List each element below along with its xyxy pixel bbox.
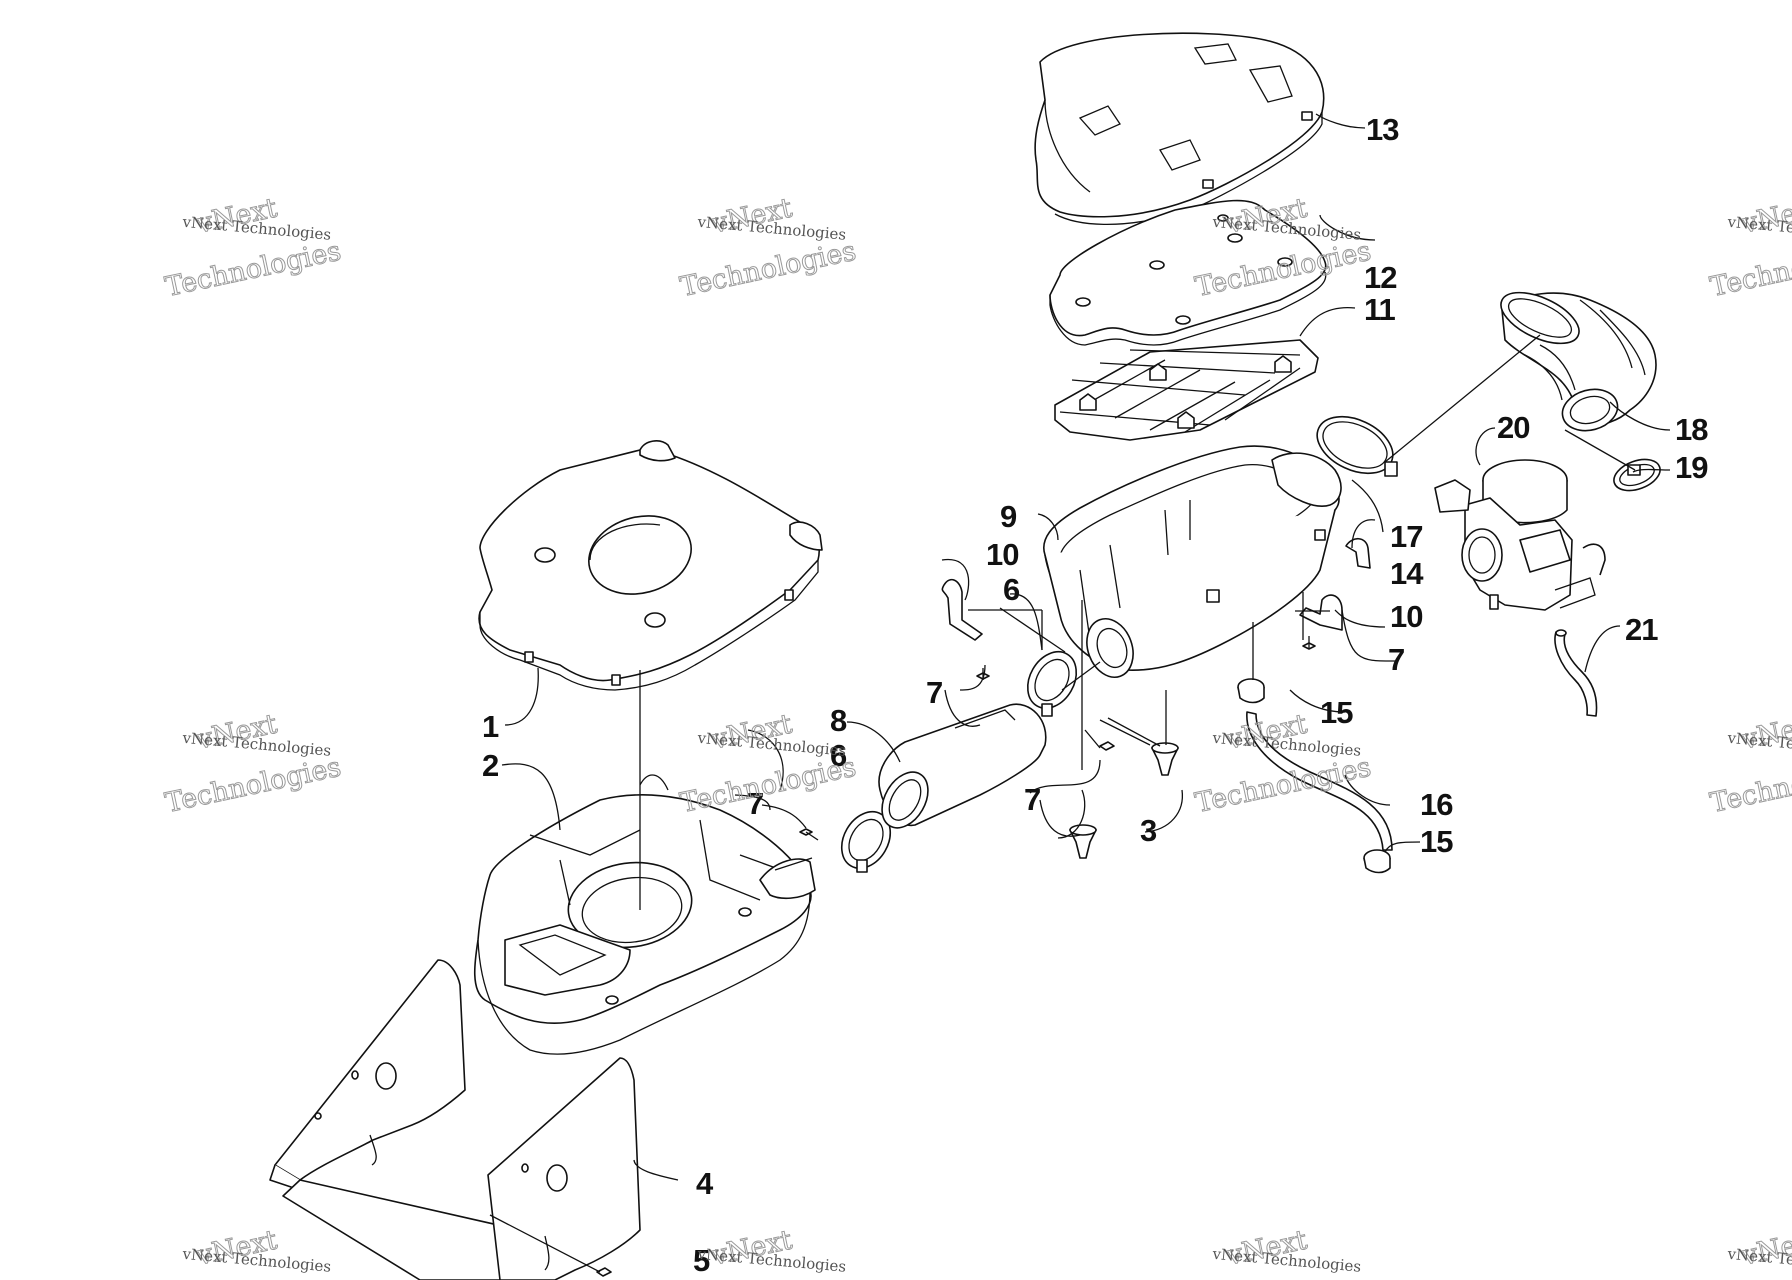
callout-10-left: 10 (986, 537, 1018, 572)
part-10-bracket-right (1299, 594, 1343, 631)
callout-10-right: 10 (1390, 599, 1422, 634)
part-10-bracket-left (941, 578, 983, 641)
callout-14: 14 (1390, 556, 1424, 591)
callout-15-lower: 15 (1420, 824, 1453, 859)
svg-text:Technologies: Technologies (1708, 752, 1792, 819)
callout-11: 11 (1364, 292, 1396, 327)
part-1-cover-plate (478, 440, 823, 691)
part-17-clamp (1316, 415, 1398, 477)
part-15-clamp-upper (1237, 678, 1265, 704)
part-7-screws (799, 636, 1316, 841)
part-8-intake-tube (878, 703, 1047, 829)
callout-3: 3 (1140, 813, 1157, 848)
part-5-screw (489, 1214, 612, 1277)
callout-1: 1 (482, 709, 499, 744)
callout-labels: 1 2 3 4 5 6 6 7 7 7 7 8 9 10 10 11 12 13… (482, 112, 1709, 1278)
callout-21: 21 (1625, 612, 1658, 647)
callout-5: 5 (693, 1243, 710, 1278)
callout-7-c: 7 (747, 786, 763, 821)
part-13-airbox-cover (1034, 32, 1325, 226)
watermark: vNext vNext Technologies (1726, 1224, 1792, 1276)
callout-7-a: 7 (926, 675, 942, 710)
svg-text:vNext Technologies: vNext Technologies (1726, 729, 1792, 760)
part-6-clamp-upper (1026, 650, 1078, 717)
svg-text:Technologies: Technologies (678, 752, 859, 819)
callout-7-b: 7 (1388, 642, 1404, 677)
watermark: vNext Technologies vNext Technologies (162, 708, 344, 820)
callout-19: 19 (1675, 450, 1708, 485)
callout-17: 17 (1390, 519, 1422, 554)
watermark: vNext Technologies vNext Technologies (677, 192, 859, 304)
svg-text:vNext Technologies: vNext Technologies (1726, 1245, 1792, 1276)
callout-16: 16 (1420, 787, 1453, 822)
callout-4: 4 (696, 1166, 714, 1201)
watermark: vNext vNext Technologies (181, 1224, 332, 1276)
svg-text:Technologies: Technologies (163, 752, 344, 819)
callout-leaders (501, 113, 1671, 1181)
watermark: vNext vNext Technologies (1211, 1224, 1362, 1276)
callout-15-upper: 15 (1320, 695, 1353, 730)
watermark: vNext Technologies vNext Technologies (1707, 192, 1792, 304)
callout-7-d: 7 (1024, 782, 1040, 817)
part-16-drain-hose (1246, 711, 1393, 851)
part-3-grommets (1069, 742, 1179, 859)
callout-6-lower: 6 (830, 738, 847, 773)
part-4-heat-shield (269, 959, 641, 1280)
part-21-vent-hose (1554, 629, 1598, 717)
watermark: vNext Technologies vNext Technologies (162, 192, 344, 304)
callout-20: 20 (1497, 410, 1529, 445)
part-18-intake-boot (1500, 291, 1657, 432)
part-15-clamp-lower (1363, 849, 1391, 874)
part-2-lower-airbox (473, 774, 816, 1055)
callout-13: 13 (1366, 112, 1399, 147)
callout-8: 8 (830, 703, 847, 738)
callout-18: 18 (1675, 412, 1708, 447)
part-12-air-filter (1049, 199, 1327, 346)
svg-text:Technologies: Technologies (163, 236, 344, 303)
part-11-filter-cage (1054, 339, 1319, 441)
part-6-clamp-lower (840, 810, 892, 873)
callout-6-upper: 6 (1003, 572, 1020, 607)
callout-12: 12 (1364, 260, 1396, 295)
part-14-clip (1345, 537, 1371, 569)
part-20-carburetor (1434, 459, 1606, 611)
svg-text:Technologies: Technologies (678, 236, 859, 303)
callout-2: 2 (482, 748, 498, 783)
watermark: vNext Technologies vNext Technologies (1707, 708, 1792, 820)
svg-text:vNext Technologies: vNext Technologies (1726, 213, 1792, 244)
svg-text:Technologies: Technologies (1708, 236, 1792, 303)
part-9-airbox-housing (1043, 445, 1342, 678)
callout-9: 9 (1000, 499, 1017, 534)
leader-lines (639, 334, 1636, 910)
watermark: vNext vNext Technologies (696, 1224, 847, 1276)
